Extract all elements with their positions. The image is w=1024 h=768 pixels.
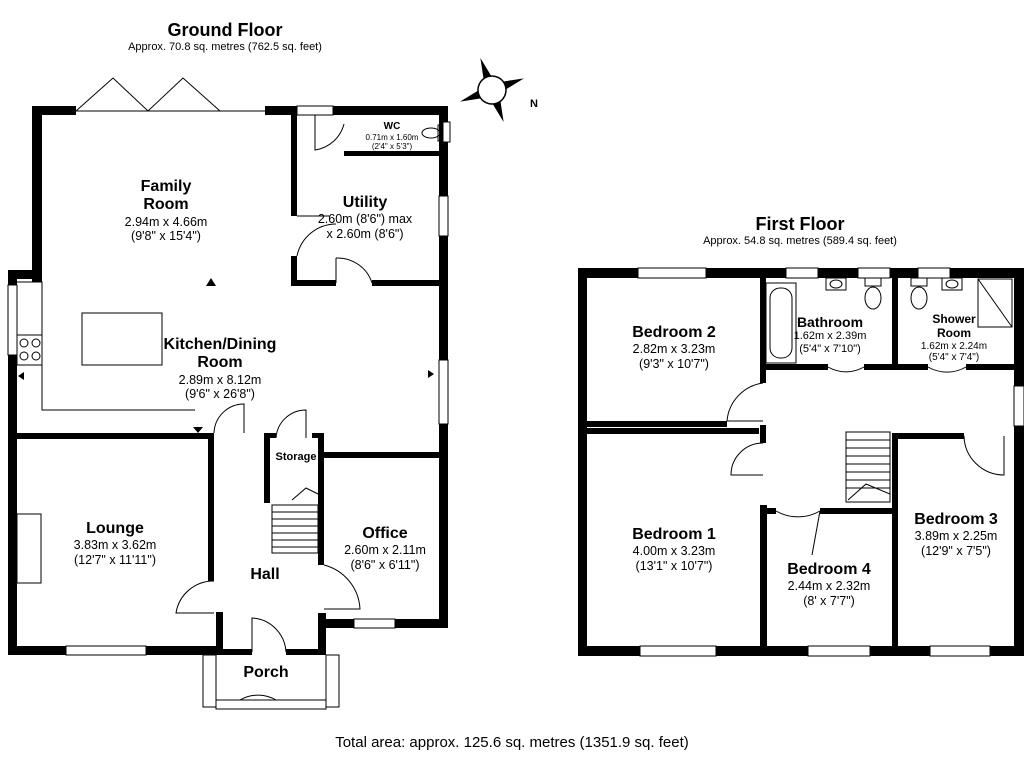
room-bedroom-3-dims: 3.89m x 2.25m (914, 529, 998, 544)
room-kitchen-dims: 2.89m x 8.12m (178, 372, 262, 387)
room-porch-name: Porch (243, 664, 289, 681)
ground-floor-walls (8, 106, 448, 655)
first-floor-doors (726, 366, 1005, 556)
ground-floor-doors (75, 77, 373, 701)
room-bedroom-4-dims: 2.44m x 2.32m (787, 579, 871, 594)
room-bedroom-4: Bedroom 4 2.44m x 2.32m (8' x 7'7") (766, 561, 892, 608)
room-bedroom-1-dims: 4.00m x 3.23m (632, 544, 716, 559)
ground-floor-area: Approx. 70.8 sq. metres (762.5 sq. feet) (128, 41, 322, 53)
total-area: Total area: approx. 125.6 sq. metres (13… (335, 734, 689, 751)
room-bedroom-3-name: Bedroom 3 (914, 511, 998, 528)
room-office-dims: 2.60m x 2.11m (344, 543, 426, 558)
first-floor-walls (578, 268, 1024, 656)
room-lounge-name: Lounge (86, 520, 144, 537)
room-shower-dims: 1.62m x 2.24m (920, 340, 988, 352)
room-utility-name: Utility (342, 194, 388, 211)
room-kitchen-imperial: (9'6" x 26'8") (185, 387, 255, 402)
room-bedroom-2-name: Bedroom 2 (632, 324, 716, 341)
room-bathroom: Bathroom 1.62m x 2.39m (5'4" x 7'10") (780, 314, 880, 355)
first-floor-title: First Floor (755, 214, 845, 234)
room-shower-imperial: (5'4" x 7'4") (928, 352, 980, 364)
compass (460, 58, 524, 122)
room-bedroom-3: Bedroom 3 3.89m x 2.25m (12'9" x 7'5") (898, 511, 1014, 558)
room-wc-imperial: (2'4" x 5'3") (371, 141, 413, 151)
room-bathroom-imperial: (5'4" x 7'10") (799, 342, 861, 355)
room-wc-name: WC (383, 121, 401, 132)
room-office: Office 2.60m x 2.11m (8'6" x 6'11") (330, 525, 440, 572)
room-utility: Utility 2.60m (8'6") max x 2.60m (8'6") (300, 194, 430, 241)
room-wc: WC 0.71m x 1.60m (2'4" x 5'3") (352, 121, 432, 151)
room-kitchen-name: Kitchen/Dining Room (163, 336, 277, 372)
room-office-imperial: (8'6" x 6'11") (350, 557, 420, 572)
ground-floor-fixtures (16, 124, 445, 584)
room-family-dims: 2.94m x 4.66m (124, 214, 208, 229)
room-lounge-imperial: (12'7" x 11'11") (74, 552, 156, 567)
room-bedroom-1: Bedroom 1 4.00m x 3.23m (13'1" x 10'7") (604, 526, 744, 573)
room-shower: Shower Room 1.62m x 2.24m (5'4" x 7'4") (908, 312, 1000, 364)
room-office-name: Office (362, 525, 408, 542)
room-bathroom-name: Bathroom (796, 314, 864, 330)
room-bedroom-4-imperial: (8' x 7'7") (803, 593, 855, 608)
room-family-name: Family Room (140, 178, 192, 214)
first-floor-windows (637, 267, 1024, 657)
room-bedroom-3-imperial: (12'9" x 7'5") (921, 543, 991, 558)
room-lounge-dims: 3.83m x 3.62m (73, 538, 157, 553)
room-utility-dims: 2.60m (8'6") max (317, 212, 413, 227)
room-bedroom-1-name: Bedroom 1 (632, 526, 716, 543)
room-bedroom-4-name: Bedroom 4 (787, 561, 871, 578)
room-hall-name: Hall (250, 566, 280, 583)
compass-north-label: N (530, 98, 538, 110)
room-bedroom-2-imperial: (9'3" x 10'7") (639, 356, 709, 371)
room-family: Family Room 2.94m x 4.66m (9'8" x 15'4") (96, 178, 236, 244)
room-bedroom-1-imperial: (13'1" x 10'7") (635, 558, 713, 573)
room-utility-imperial: x 2.60m (8'6") (326, 226, 404, 241)
room-family-imperial: (9'8" x 15'4") (131, 229, 201, 244)
room-bathroom-dims: 1.62m x 2.39m (793, 330, 867, 343)
ground-floor-title: Ground Floor (167, 20, 283, 40)
room-kitchen-dining: Kitchen/Dining Room 2.89m x 8.12m (9'6" … (140, 336, 300, 402)
room-shower-name: Shower Room (932, 312, 976, 340)
ground-floor-windows (7, 121, 451, 710)
room-bedroom-2-dims: 2.82m x 3.23m (632, 342, 716, 357)
room-bedroom-2: Bedroom 2 2.82m x 3.23m (9'3" x 10'7") (604, 324, 744, 371)
first-floor-area: Approx. 54.8 sq. metres (589.4 sq. feet) (703, 235, 897, 247)
room-lounge: Lounge 3.83m x 3.62m (12'7" x 11'11") (50, 520, 180, 567)
room-storage-name: Storage (275, 451, 317, 463)
room-wc-dims: 0.71m x 1.60m (365, 132, 419, 142)
